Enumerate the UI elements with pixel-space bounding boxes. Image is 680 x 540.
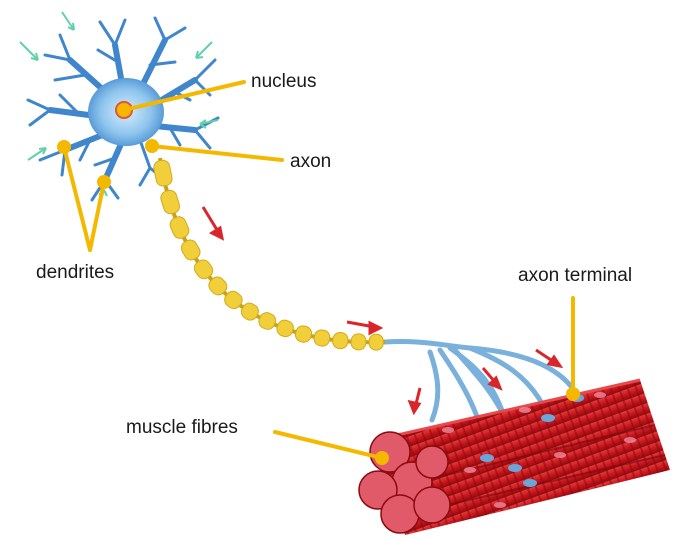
myelin-segment xyxy=(294,324,313,343)
myelin-segment xyxy=(332,332,349,349)
myelin-segment xyxy=(275,318,295,338)
myelin-segment xyxy=(351,334,366,351)
myelin-segment xyxy=(257,310,278,331)
myelin-segment xyxy=(239,300,261,322)
myelin-segment xyxy=(168,215,191,241)
myelin-segment xyxy=(153,159,174,187)
axon-terminal-label: axon terminal xyxy=(518,266,632,285)
muscle-fibres xyxy=(359,380,670,535)
muscle-fibres-label: muscle fibres xyxy=(126,418,238,437)
myelin-segment xyxy=(369,334,383,350)
axon-label: axon xyxy=(290,152,331,171)
myelin-segment xyxy=(313,329,331,347)
nucleus-label: nucleus xyxy=(251,72,317,91)
dendrites-label: dendrites xyxy=(36,263,114,282)
myelin-segment xyxy=(159,189,181,216)
myelin-segment xyxy=(179,237,203,262)
